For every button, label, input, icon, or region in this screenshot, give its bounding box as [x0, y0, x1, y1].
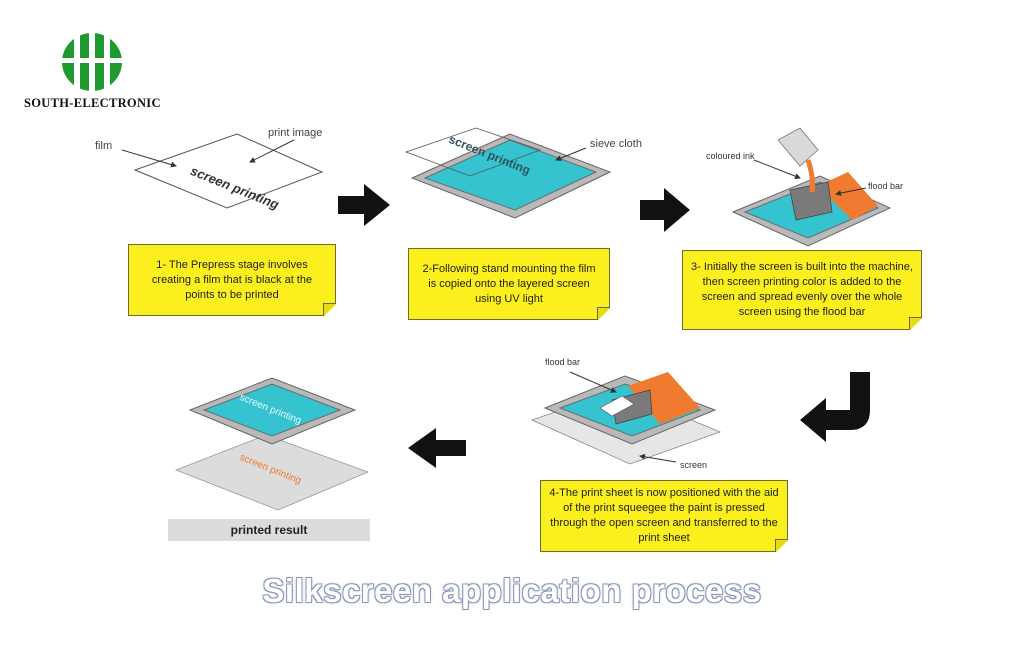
label-flood-bar-3: flood bar — [868, 181, 904, 191]
label-coloured-ink: coloured ink — [706, 151, 755, 161]
label-flood-bar-4: flood bar — [545, 357, 581, 367]
label-print-image: print image — [268, 127, 323, 139]
step3-note: 3- Initially the screen is built into th… — [682, 250, 922, 330]
step1-film-sheet — [121, 133, 324, 209]
arrow-down-left-icon — [800, 372, 870, 442]
step2-screen-frame — [404, 127, 612, 219]
arrow-right-1-icon — [338, 184, 390, 226]
step4-note: 4-The print sheet is now positioned with… — [540, 480, 788, 552]
step1-note: 1- The Prepress stage involves creating … — [128, 244, 336, 316]
label-screen: screen — [680, 460, 708, 470]
brand-name: SOUTH-ELECTRONIC — [24, 96, 161, 110]
step3-ink-frame — [731, 127, 892, 247]
label-sieve-cloth: sieve cloth — [590, 138, 642, 150]
logo-icon — [62, 32, 122, 92]
page-title: Silkscreen application process — [262, 572, 762, 609]
step4-print-frame — [530, 371, 722, 465]
printed-result-label: printed result — [168, 519, 370, 541]
step2-note: 2-Following stand mounting the film is c… — [408, 248, 610, 320]
result-illustration — [174, 377, 370, 511]
arrow-left-icon — [408, 428, 466, 468]
arrow-right-2-icon — [640, 188, 690, 232]
label-film: film — [95, 140, 113, 152]
